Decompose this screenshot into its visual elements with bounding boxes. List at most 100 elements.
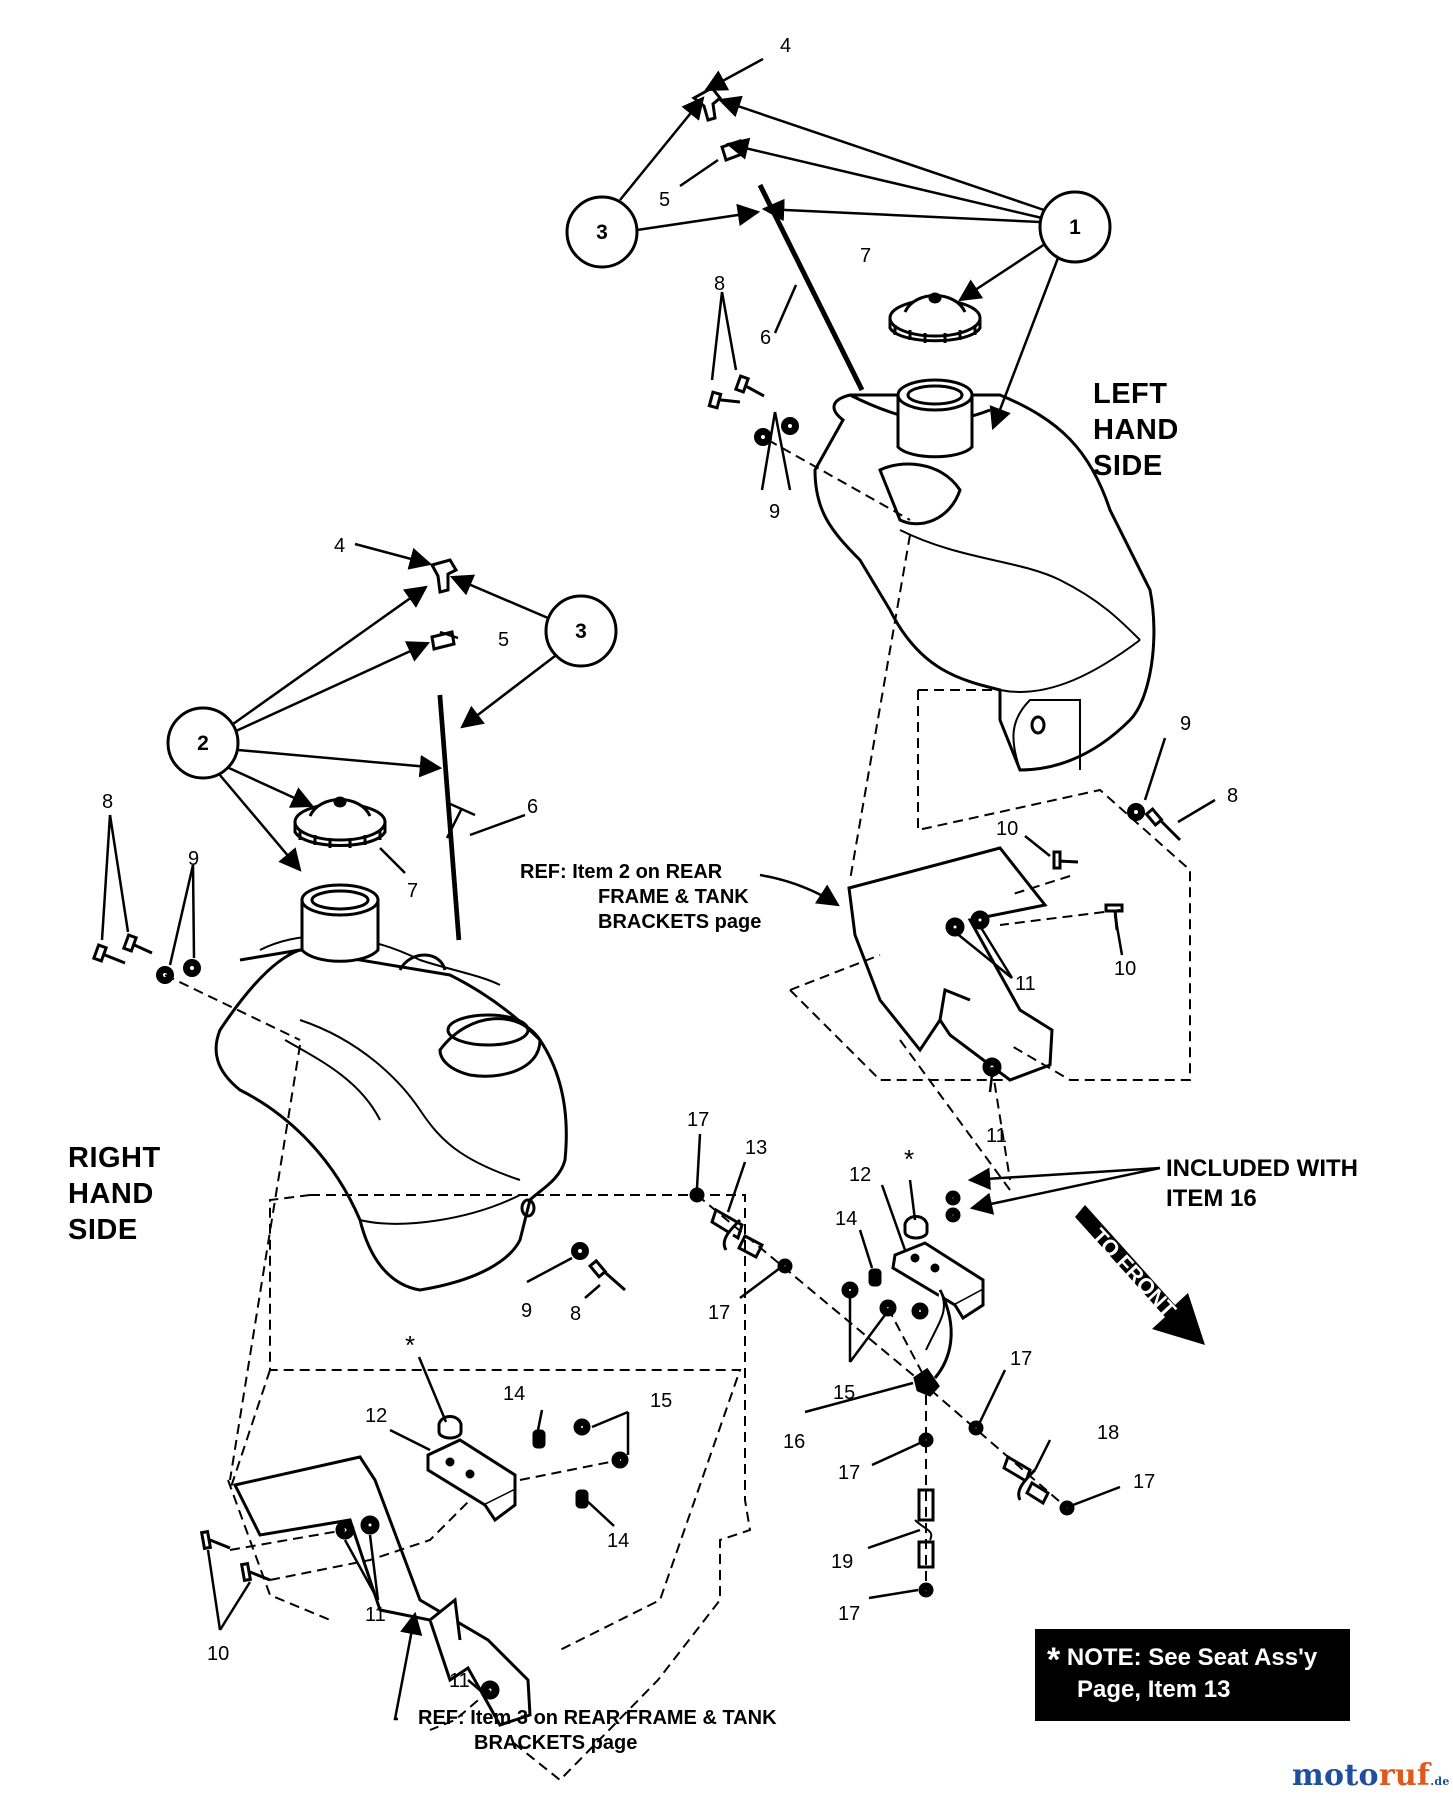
part-4-lower: 4 [334,535,345,557]
note-line: NOTE: See Seat Ass'y [1066,1644,1318,1671]
callout-1 [1038,190,1112,264]
part-11-upper-b: 11 [986,1125,1007,1147]
part-4-upper: 4 [780,35,791,57]
bolts-8-right [91,933,626,1292]
note-star: * [1047,1641,1061,1679]
part-11-upper-a: 11 [1015,973,1036,995]
heading-line: SIDE [1093,450,1163,482]
leader-lines [218,57,1060,872]
left-hand-side-heading: LEFT HAND SIDE [1093,376,1179,484]
callout-2-label: 2 [197,732,209,755]
part-12-upper: 12 [849,1164,871,1186]
vent-tube-right [437,694,462,941]
part-9-upper-b: 9 [1180,713,1191,735]
heading-line: SIDE [68,1214,138,1246]
part-10-upper-a: 10 [996,818,1018,840]
part-8-upper-b: 8 [1227,785,1238,807]
heading-line: HAND [1093,414,1179,446]
part-6-upper: 6 [760,327,771,349]
logo-part: ruf [1378,1758,1431,1793]
seat-bracket-lower [426,1415,629,1523]
part-7-upper: 7 [860,245,871,267]
ref-note-line: REF: Item 3 on REAR FRAME & TANK [418,1707,777,1729]
rear-bracket-right [232,1455,532,1727]
part-17-e: 17 [1133,1471,1155,1493]
part-12-lower: 12 [365,1405,387,1427]
heading-line: LEFT [1093,378,1168,410]
callout-1-label: 1 [1069,216,1081,239]
callout-3-lower [544,594,618,668]
ref-note-line: REF: Item 2 on REAR [520,861,723,883]
seat-assembly-note: * NOTE: See Seat Ass'y Page, Item 13 [1035,1629,1350,1721]
part-13: 13 [745,1137,767,1159]
bolts-10-right [199,1529,271,1583]
callout-3-upper [565,195,639,269]
part-15-upper: 15 [833,1382,855,1404]
note-line: INCLUDED WITH [1166,1155,1358,1182]
fuel-cap-left [888,292,982,343]
assembly-lines-seat [696,1194,1068,1590]
part-17-c: 17 [1010,1348,1032,1370]
assembly-lines-upper [767,439,1191,1191]
callout-2 [166,706,240,780]
to-front-arrow: TO FRONT [1075,1205,1205,1345]
part-10-upper-b: 10 [1114,958,1136,980]
part-8-upper-a: 8 [714,273,725,295]
shaft-19 [914,1432,935,1598]
part-8-lower-a: 8 [102,791,113,813]
ref-note-line: BRACKETS page [474,1732,638,1754]
part-5-upper: 5 [659,189,670,211]
ref-note-item3: REF: Item 3 on REAR FRAME & TANK BRACKET… [418,1706,777,1756]
heading-line: RIGHT [68,1142,161,1174]
callout-3-lower-label: 3 [575,620,587,643]
part-10-lower: 10 [207,1643,229,1665]
fuel-cap-right [293,796,387,848]
part-11-lower-b: 11 [449,1670,470,1692]
note-line: ITEM 16 [1166,1185,1257,1212]
note-line: Page, Item 13 [1077,1676,1231,1703]
fitting-4-right [429,558,459,594]
seat-note-star-lower: * [405,1330,415,1360]
part-14-upper: 14 [835,1208,857,1230]
plain-leaders [100,158,1216,1698]
ref-leaders [393,873,1161,1721]
right-hand-tank [214,883,568,1292]
heading-line: HAND [68,1178,154,1210]
part-11-lower-a: 11 [365,1604,386,1626]
left-hand-tank [813,378,1156,772]
rear-bracket-left [847,846,1054,1082]
part-17-b: 17 [708,1302,730,1324]
part-9-lower-a: 9 [188,848,199,870]
logo-part: moto [1292,1758,1379,1793]
part-16: 16 [783,1431,805,1453]
part-18: 18 [1097,1422,1119,1444]
seat-note-star-upper: * [904,1144,914,1174]
seat-bracket-upper [841,1190,985,1321]
callout-3-upper-label: 3 [596,221,608,244]
part-8-lower-b: 8 [570,1303,581,1325]
nuts-9-right [156,959,589,1260]
bolts-8-left [707,374,1182,842]
part-19: 19 [831,1551,853,1573]
part-17-f: 17 [838,1603,860,1625]
part-7-lower: 7 [407,880,418,902]
part-9-upper-a: 9 [769,501,780,523]
included-with-item16-note: INCLUDED WITH ITEM 16 [1166,1154,1358,1214]
ref-note-item2: REF: Item 2 on REAR FRAME & TANK BRACKET… [520,860,761,935]
to-front-label: TO FRONT [1086,1223,1181,1322]
ref-note-line: FRAME & TANK [598,886,749,908]
part-labels: 1 2 3 3 4 4 5 5 6 6 7 7 8 8 8 8 9 9 9 9 … [102,35,1238,1692]
vent-tube-left [757,183,865,392]
nuts-9-left [754,417,1145,821]
logo-part: .de [1430,1775,1450,1788]
part-5-lower: 5 [498,629,509,651]
switch-16 [913,1289,953,1397]
part-17-a: 17 [687,1109,709,1131]
part-17-d: 17 [838,1462,860,1484]
right-hand-side-heading: RIGHT HAND SIDE [68,1140,161,1248]
bolts-10-left [1052,850,1124,931]
motoruf-logo: motoruf.de [1292,1758,1450,1793]
ref-note-line: BRACKETS page [598,911,762,933]
part-14-lower-a: 14 [503,1383,525,1405]
